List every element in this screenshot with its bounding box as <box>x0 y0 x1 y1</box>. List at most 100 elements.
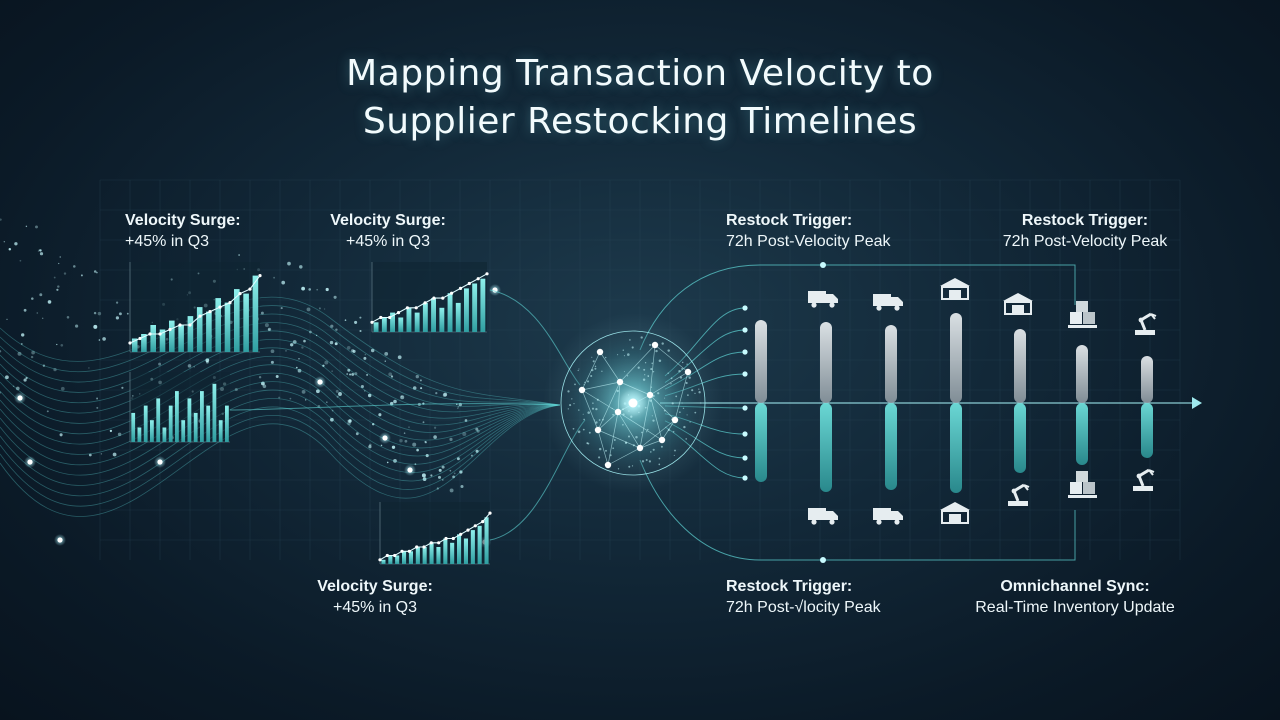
sphere-dot <box>686 363 688 365</box>
chart-bar <box>477 525 482 564</box>
sphere-dot <box>631 465 634 467</box>
wave-strand <box>0 389 561 476</box>
warehouse-roof <box>940 502 970 510</box>
top-bracket-node <box>820 262 826 268</box>
truck-cab <box>826 294 838 303</box>
particle <box>280 307 283 310</box>
sphere-link <box>639 419 676 449</box>
chart-trend-point <box>238 292 242 296</box>
pallet-boxes-icon <box>1068 301 1097 328</box>
particle <box>126 312 129 315</box>
particle <box>303 339 306 343</box>
box <box>1070 482 1082 494</box>
sphere-dot <box>598 419 601 421</box>
sphere-dot <box>642 378 646 381</box>
sphere-link <box>649 371 689 396</box>
chart-trend-point <box>466 528 470 532</box>
particle <box>234 387 238 392</box>
sphere-dot <box>688 376 691 379</box>
particle <box>325 401 328 404</box>
background-grid <box>99 179 1181 560</box>
arm-base <box>1008 501 1028 506</box>
robotic-arm-icon <box>1133 468 1155 491</box>
sphere-dot <box>622 423 624 426</box>
chart-bar <box>450 542 455 564</box>
velocity-label-1: Velocity Surge: +45% in Q3 <box>125 210 241 252</box>
restock-label-3-head: Restock Trigger: <box>726 578 853 595</box>
wave-strand <box>0 404 561 497</box>
sphere-dot <box>682 407 685 410</box>
chart-bar <box>196 307 203 352</box>
sphere-dot <box>617 354 619 356</box>
arm-joint <box>1136 473 1142 479</box>
restock-label-1-body: 72h Post-Velocity Peak <box>726 233 891 250</box>
particle <box>371 422 375 426</box>
particle <box>397 355 402 360</box>
delivery-truck-icon <box>873 508 903 525</box>
sphere-dot <box>628 465 631 468</box>
particle <box>295 366 298 369</box>
velocity-label-3: Velocity Surge: +45% in Q3 <box>305 576 445 618</box>
particle <box>6 318 8 320</box>
particle <box>118 312 122 316</box>
particle <box>338 392 342 396</box>
particle <box>316 288 319 291</box>
chart-trend-point <box>459 532 463 536</box>
particle <box>258 375 262 379</box>
particle <box>419 379 422 382</box>
sphere-dot <box>601 370 603 372</box>
restock-bar-upper <box>1076 345 1088 403</box>
sphere-dot <box>612 447 615 450</box>
particle <box>325 287 329 292</box>
particle <box>115 301 119 304</box>
omnichannel-label-head: Omnichannel Sync: <box>1000 578 1150 595</box>
arm-gripper <box>1023 484 1030 491</box>
sphere-dot <box>612 413 614 416</box>
particle <box>475 427 479 431</box>
logistics-icons <box>808 278 1157 525</box>
particle <box>35 225 38 229</box>
particle <box>270 349 275 354</box>
sphere-dot <box>605 449 607 452</box>
chart-bar <box>390 312 395 332</box>
chart-trend-point <box>429 541 433 545</box>
particle <box>39 293 43 297</box>
particle <box>117 432 122 437</box>
chart-bar <box>429 542 434 564</box>
sphere-dot <box>687 394 689 396</box>
sphere-dot <box>613 439 616 441</box>
particle <box>273 276 275 279</box>
particle <box>460 484 464 489</box>
particle <box>364 354 366 356</box>
restock-label-3-body: 72h Post-√locity Peak <box>726 599 881 616</box>
particle <box>287 261 291 266</box>
particle <box>102 337 106 341</box>
particle <box>187 364 192 368</box>
particle <box>96 397 99 400</box>
chart-bar <box>436 547 441 564</box>
chart-bar <box>150 420 154 442</box>
chart-bar <box>388 555 393 564</box>
particle <box>205 358 210 363</box>
restock-bar-upper <box>1014 329 1026 403</box>
restock-bar-upper <box>755 320 767 403</box>
particle <box>415 374 419 379</box>
sphere-link <box>581 389 599 431</box>
particle <box>457 406 460 408</box>
velocity-chart-1 <box>128 262 262 353</box>
particle <box>435 391 438 395</box>
particle <box>39 249 42 252</box>
particle <box>98 339 101 341</box>
wave-node <box>17 395 23 401</box>
fan-node <box>742 305 748 311</box>
particle <box>433 426 437 429</box>
warehouse-icon <box>940 278 970 300</box>
timeline-arrow-icon <box>1192 397 1202 409</box>
particle <box>93 270 97 273</box>
particle <box>354 320 358 324</box>
particle <box>109 429 113 433</box>
sphere-dot <box>651 415 653 417</box>
warehouse-icon <box>1003 293 1033 315</box>
restock-bar-6 <box>1076 345 1088 465</box>
particle <box>333 295 337 299</box>
